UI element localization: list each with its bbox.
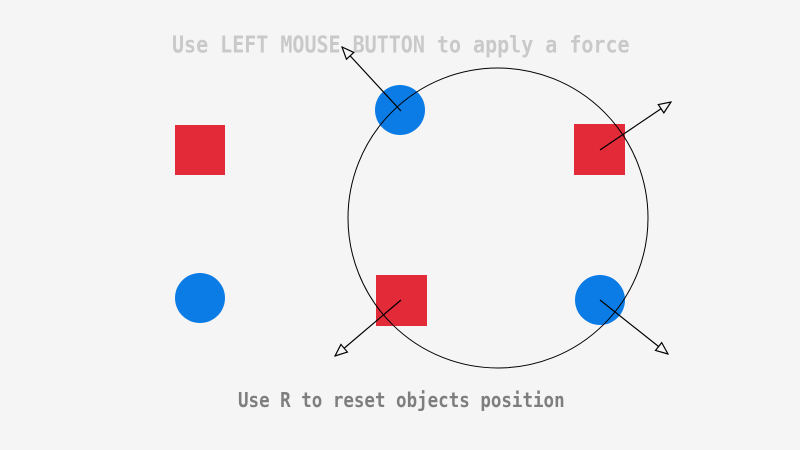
- force-arrow-top-left: [342, 47, 402, 112]
- red-box-right[interactable]: [574, 124, 625, 175]
- hint-reset: Use R to reset objects position: [238, 389, 565, 413]
- hint-apply-force: Use LEFT MOUSE BUTTON to apply a force: [172, 30, 630, 59]
- force-arrow-bottom-right: [599, 299, 668, 354]
- boundary-layer: [347, 67, 649, 369]
- red-box-center[interactable]: [376, 275, 427, 326]
- blue-ball-left[interactable]: [175, 273, 225, 323]
- arrows-layer: [335, 47, 671, 356]
- force-arrow-top-right: [599, 102, 671, 151]
- objects-layer: [175, 85, 625, 326]
- red-box-left[interactable]: [175, 125, 225, 175]
- boundary-circle: [347, 67, 649, 369]
- force-arrow-bottom-left: [335, 299, 402, 356]
